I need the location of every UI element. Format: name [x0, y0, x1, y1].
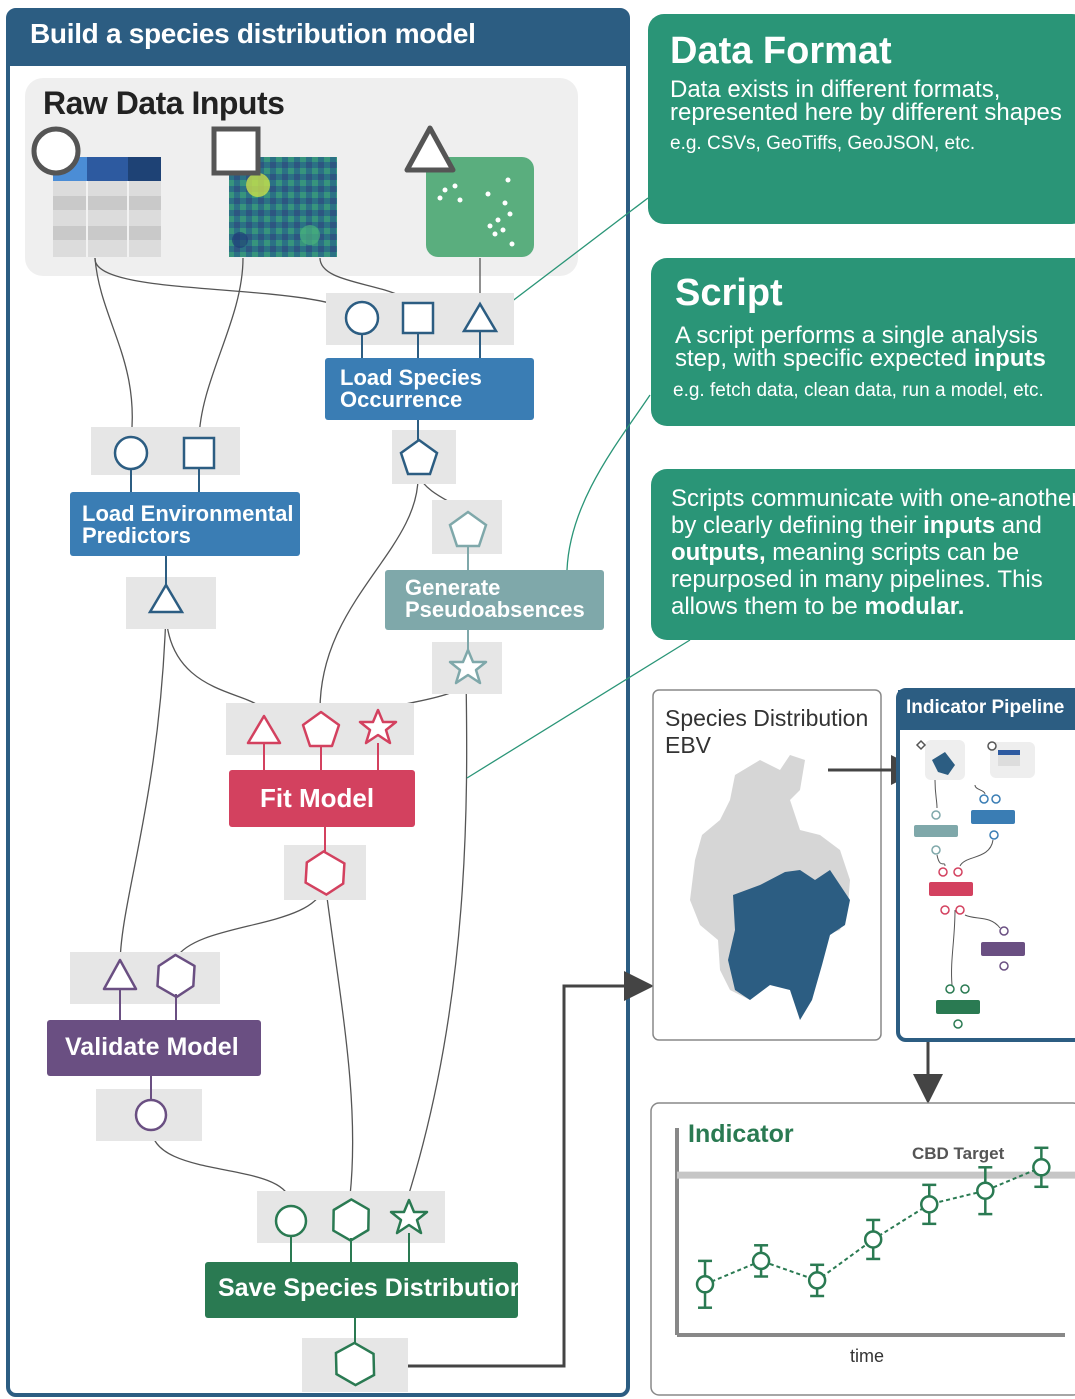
data-format-body-line-1: Data exists in different formats, [670, 76, 1001, 103]
raw-triangle-icon [404, 125, 456, 173]
fit-model-node[interactable]: Fit Model [260, 783, 375, 813]
validate-node-bg [47, 1020, 261, 1076]
validate-model-node[interactable]: Validate Model [65, 1033, 239, 1061]
generate-label-1: Generate [405, 575, 501, 600]
modular-line-2: by clearly defining their inputs and [671, 512, 1075, 539]
output-arrow [408, 971, 654, 1368]
modular-line-3a: outputs, [671, 539, 766, 566]
indicator-point [695, 1275, 715, 1294]
mini-pipeline [914, 739, 1035, 1029]
raw-square-icon [211, 126, 261, 176]
generate-label-2: Pseudoabsences [405, 597, 585, 622]
modular-body: Scripts communicate with one-another by … [671, 485, 1075, 620]
left-panel-header [8, 10, 628, 66]
indicator-pipeline-header [898, 690, 1075, 730]
fit-node-bg [229, 770, 415, 827]
validate-input-ports [102, 953, 196, 999]
load-species-node[interactable]: Load Species Occurrence [340, 367, 482, 411]
colombia-map [690, 755, 850, 1020]
time-axis-label: time [850, 1346, 885, 1366]
fit-output-hexagon [304, 849, 346, 897]
data-format-body: Data exists in different formats, repres… [670, 76, 1062, 126]
indicator-point [863, 1230, 883, 1249]
modular-line-3b: meaning scripts can be [765, 539, 1020, 566]
save-output-hexagon [334, 1341, 376, 1387]
validate-stems [119, 989, 177, 1100]
raw-circle-icon [31, 126, 81, 176]
script-body-line-1: A script performs a single analysis [675, 322, 1038, 349]
env-output-triangle [147, 582, 185, 614]
modular-line-5a: allows them to be [671, 593, 865, 620]
species-output-pentagon [399, 438, 439, 476]
indicator-chart [675, 1128, 1075, 1337]
species-input-ports [344, 300, 499, 336]
script-body: A script performs a single analysis step… [675, 322, 1046, 372]
env-input-ports [113, 435, 216, 471]
load-species-label-1: Load Species [340, 365, 482, 390]
load-species-label-2: Occurrence [340, 387, 463, 412]
modular-line-2c: and [995, 512, 1042, 539]
indicator-point [807, 1271, 827, 1290]
save-distribution-node[interactable]: Save Species Distribution [218, 1274, 526, 1302]
points-image [426, 157, 534, 257]
cbd-target-label: CBD Target [912, 1144, 1005, 1163]
env-port-stems [130, 468, 200, 585]
load-env-node-bg [70, 492, 300, 556]
indicator-title: Indicator [688, 1120, 794, 1148]
indicator-point [976, 1181, 995, 1200]
load-env-label-2: Predictors [82, 523, 191, 548]
raw-data-title: Raw Data Inputs [43, 85, 285, 121]
load-env-node[interactable]: Load Environmental Predictors [82, 503, 293, 547]
fit-input-ports [246, 708, 398, 748]
table-image [53, 157, 161, 257]
script-body-line-2: step, with specific expected inputs [675, 345, 1046, 372]
modular-line-2a: by clearly defining their [671, 512, 924, 539]
script-sub: e.g. fetch data, clean data, run a model… [673, 380, 1044, 401]
generate-node-bg [385, 570, 604, 630]
card-connectors [466, 197, 691, 779]
modular-card: Scripts communicate with one-another by … [651, 469, 1075, 640]
validate-output-circle [134, 1098, 168, 1132]
data-format-card: Data Format Data exists in different for… [648, 14, 1075, 224]
data-format-title: Data Format [670, 30, 892, 72]
generate-output-star [448, 648, 488, 685]
script-card: Script A script performs a single analys… [651, 258, 1075, 426]
save-node-bg [205, 1262, 518, 1318]
left-panel-title: Build a species distribution model [30, 18, 476, 49]
modular-line-3: outputs, meaning scripts can be [671, 539, 1075, 566]
script-body-line-2-text: step, with specific expected [675, 345, 974, 372]
indicator-pipeline-title: Indicator Pipeline [906, 697, 1065, 718]
indicator-point [1032, 1158, 1051, 1177]
load-species-node-bg [325, 358, 534, 420]
save-stems [290, 1233, 410, 1345]
data-format-sub: e.g. CSVs, GeoTiffs, GeoJSON, etc. [670, 133, 976, 154]
ebv-title: Species Distribution EBV [665, 705, 869, 758]
script-body-bold: inputs [973, 345, 1046, 372]
modular-line-5b: modular. [864, 593, 965, 620]
data-format-body-line-2: represented here by different shapes [670, 99, 1062, 126]
modular-line-2b: inputs [923, 512, 996, 539]
script-title: Script [675, 272, 783, 314]
indicator-point [751, 1251, 771, 1271]
indicator-point [920, 1195, 939, 1214]
fit-stems [263, 743, 379, 852]
generate-node[interactable]: Generate Pseudoabsences [405, 577, 585, 621]
load-env-label-1: Load Environmental [82, 501, 294, 526]
save-input-ports [274, 1198, 429, 1242]
modular-line-4: repurposed in many pipelines. This [671, 566, 1043, 593]
indicator-pipeline-panel [896, 688, 1075, 1042]
modular-line-1: Scripts communicate with one-another [671, 485, 1075, 512]
modular-line-5: allows them to be modular. [671, 593, 1075, 620]
species-port-stems [361, 331, 481, 440]
